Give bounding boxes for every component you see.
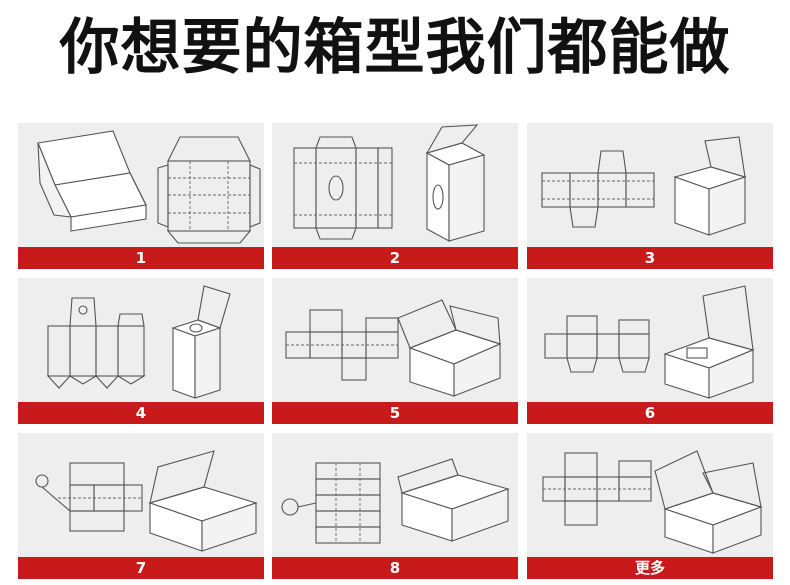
box-card-7[interactable]: 7 <box>18 433 264 579</box>
box-illustration-mailer-box-b <box>281 458 510 544</box>
box-card-5[interactable]: 5 <box>272 278 518 424</box>
box-label-3: 3 <box>527 247 773 269</box>
box-label-8: 8 <box>272 557 518 579</box>
page-title: 你想要的箱型我们都能做 <box>59 13 731 83</box>
box-label-6: 6 <box>527 402 773 424</box>
box-label-7: 7 <box>18 557 264 579</box>
box-card-6[interactable]: 6 <box>527 278 773 424</box>
box-card-8[interactable]: 8 <box>272 433 518 579</box>
box-illustration-shipping-box <box>285 299 502 397</box>
box-label-4: 4 <box>18 402 264 424</box>
box-illustration-mailer-box <box>35 450 258 552</box>
box-label-2: 2 <box>272 247 518 269</box>
box-card-more[interactable]: 更多 <box>527 433 773 579</box>
box-illustration-display-tray <box>37 130 261 244</box>
box-card-1[interactable]: 1 <box>18 123 264 269</box>
box-card-2[interactable]: 2 <box>272 123 518 269</box>
box-illustration-tissue-box <box>293 124 486 242</box>
box-label-1: 1 <box>18 247 264 269</box>
box-illustration-tall-box <box>46 285 231 399</box>
box-card-4[interactable]: 4 <box>18 278 264 424</box>
box-label-5: 5 <box>272 402 518 424</box>
box-illustration-cube-box <box>541 136 747 236</box>
box-illustration-mailer-box-c <box>542 450 763 554</box>
box-label-more: 更多 <box>527 557 773 579</box>
box-card-3[interactable]: 3 <box>527 123 773 269</box>
box-illustration-insert-box <box>544 285 755 399</box>
